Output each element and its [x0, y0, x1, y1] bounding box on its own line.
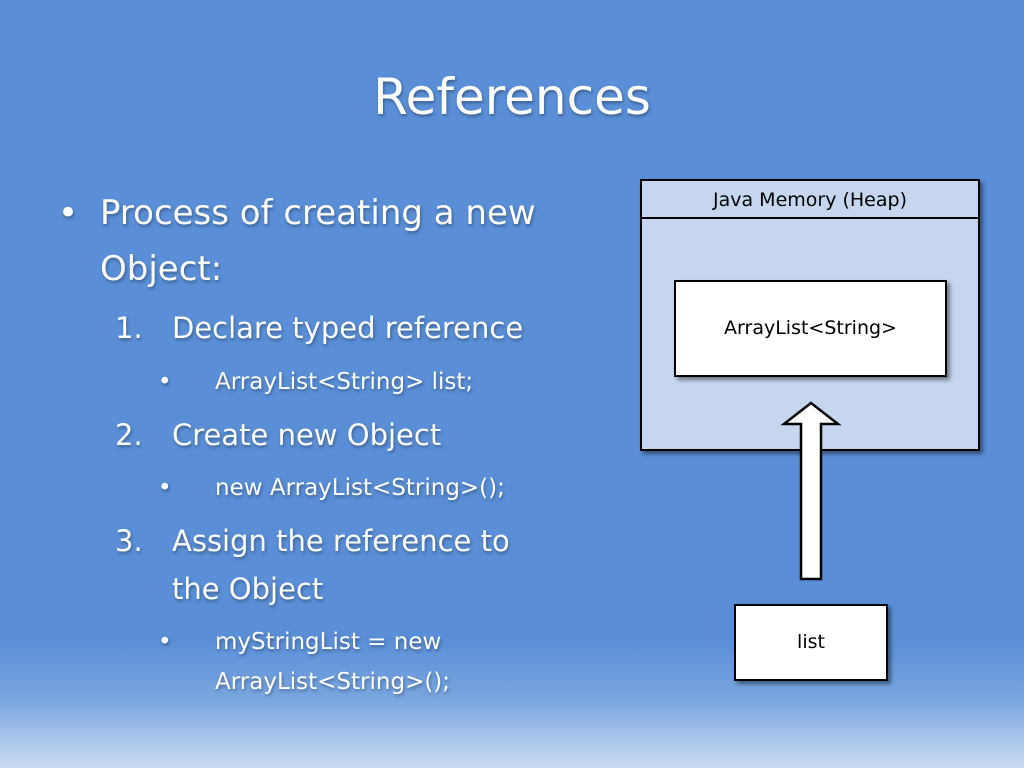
step-3-bullet: • — [158, 629, 172, 655]
step-2-text: Create new Object — [172, 418, 442, 452]
step-2-code: new ArrayList<String>(); — [215, 475, 505, 501]
step-3-text-line-1: Assign the reference to — [172, 524, 510, 558]
list-reference-box: list — [734, 604, 888, 681]
bullet-1-marker: • — [58, 193, 79, 233]
reference-arrow-icon — [780, 401, 842, 581]
step-3-code-line-1: myStringList = new — [215, 629, 442, 655]
bullet-1-line-2: Object: — [100, 249, 223, 289]
slide-title: References — [373, 68, 651, 126]
step-3-number: 3. — [115, 524, 143, 558]
step-1-number: 1. — [115, 311, 143, 345]
step-1-text: Declare typed reference — [172, 311, 524, 345]
bullet-1-line-1: Process of creating a new — [100, 193, 536, 233]
step-2-number: 2. — [115, 418, 143, 452]
arraylist-object-label: ArrayList<String> — [724, 317, 897, 339]
list-reference-label: list — [797, 631, 825, 653]
step-2-bullet: • — [158, 475, 172, 501]
step-3-text-line-2: the Object — [172, 572, 324, 606]
step-3-code-line-2: ArrayList<String>(); — [215, 669, 451, 695]
arraylist-object-box: ArrayList<String> — [674, 280, 947, 377]
step-1-bullet: • — [158, 369, 172, 395]
heap-header-label: Java Memory (Heap) — [642, 181, 978, 219]
step-1-code: ArrayList<String> list; — [215, 369, 474, 395]
